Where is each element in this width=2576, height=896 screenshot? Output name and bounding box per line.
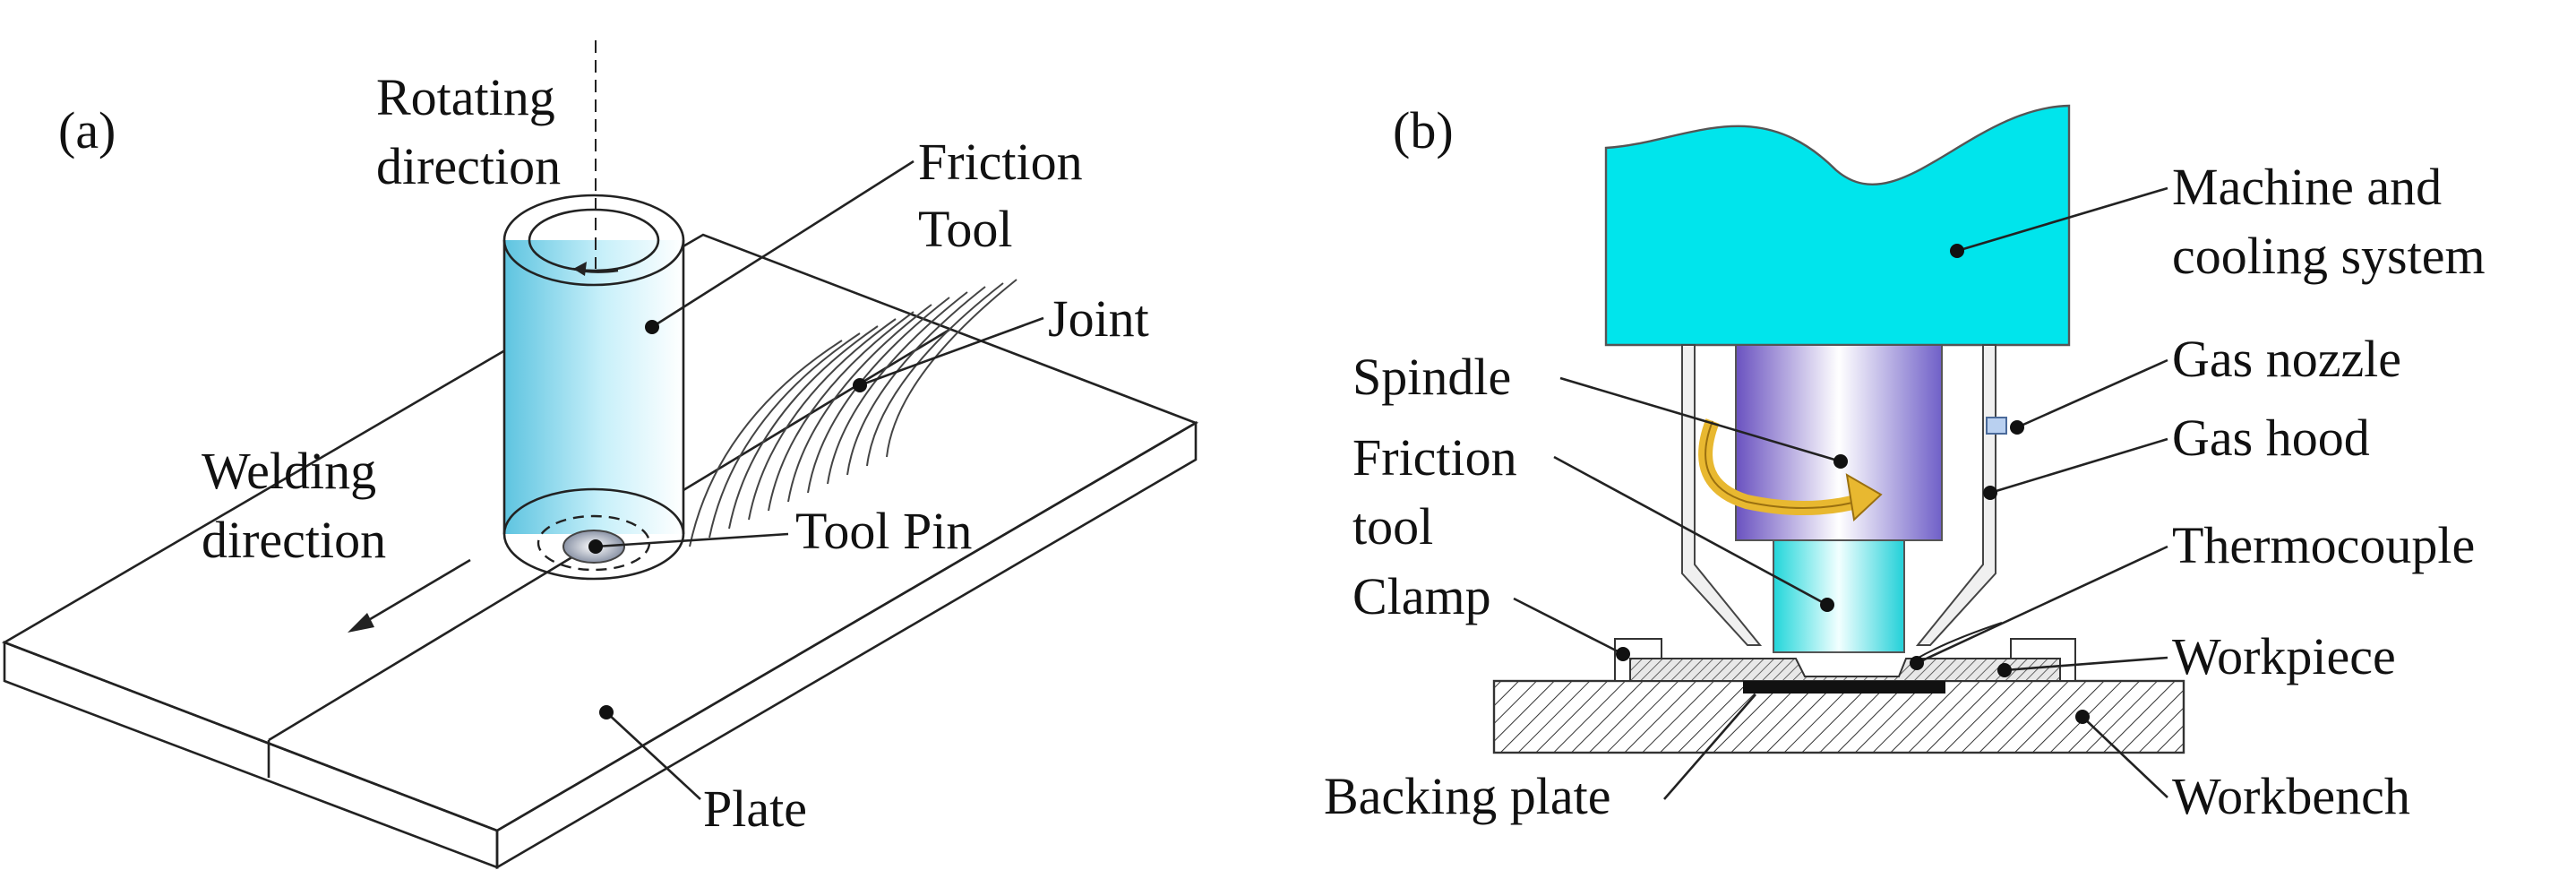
friction-tool-b-leader <box>1553 455 1828 607</box>
friction-tool-b-label-2: tool <box>1352 497 1433 556</box>
gas-nozzle-leader <box>2016 358 2168 429</box>
panel-a-label: (a) <box>58 101 116 159</box>
workbench-leader <box>2082 716 2168 798</box>
thermocouple-leader <box>1916 545 2168 665</box>
spindle-leader <box>1559 376 1842 463</box>
workpiece-dot <box>1997 663 2012 677</box>
gas-hood-leader <box>1989 437 2168 495</box>
tool-pin-dot <box>588 539 603 554</box>
joint-leader <box>859 316 1044 387</box>
thermocouple-label: Thermocouple <box>2172 516 2475 574</box>
welding-direction-label-1: Welding <box>202 442 376 500</box>
spindle-dot <box>1833 454 1848 469</box>
machine-label-1: Machine and <box>2172 158 2442 216</box>
thermocouple-wire <box>1916 622 2003 659</box>
backing-plate-leader <box>1663 694 1756 800</box>
rotating-direction-label-1: Rotating <box>376 68 555 126</box>
thermocouple-dot <box>1910 656 1924 670</box>
joint-dot <box>853 378 867 392</box>
friction-tool-leader <box>651 159 914 329</box>
backing-plate-label: Backing plate <box>1324 767 1611 825</box>
clamp-leader <box>1513 597 1624 656</box>
clamp-dot <box>1616 647 1630 661</box>
rotation-arrow <box>1698 418 1883 522</box>
spindle-label: Spindle <box>1352 348 1511 406</box>
gas-nozzle-dot <box>2010 420 2024 435</box>
friction-tool-b-label-1: Friction <box>1352 428 1517 487</box>
friction-tool-b-dot <box>1820 598 1834 612</box>
panel-b: (b) Machine and cooling system Gas nozzl… <box>1324 101 2486 825</box>
plate-leader <box>605 711 701 800</box>
workpiece-leader <box>2004 656 2168 672</box>
tool-pin-leader <box>595 532 789 548</box>
backing-plate-shape <box>1743 681 1945 694</box>
tool-pin-label: Tool Pin <box>795 502 972 560</box>
gas-hood-dot <box>1983 486 1997 500</box>
rotating-direction-label-2: direction <box>376 137 561 195</box>
friction-tool-shape <box>1773 539 1905 653</box>
clamp-label: Clamp <box>1352 567 1491 625</box>
gas-nozzle-label: Gas nozzle <box>2172 330 2401 388</box>
workbench-label: Workbench <box>2172 767 2410 825</box>
plate-label: Plate <box>703 780 807 838</box>
workbench-dot <box>2075 710 2090 724</box>
gas-nozzle-fitting <box>1986 417 2007 435</box>
workpiece-label: Workpiece <box>2172 627 2396 685</box>
panel-b-label: (b) <box>1393 101 1454 159</box>
friction-tool-cylinder <box>502 194 685 581</box>
workpiece-shape <box>1629 658 2061 682</box>
joint-label: Joint <box>1048 289 1149 348</box>
machine-leader <box>1956 186 2168 253</box>
machine-dot <box>1950 244 1964 258</box>
friction-tool-dot <box>645 320 659 334</box>
friction-tool-label-2: Tool <box>918 200 1013 258</box>
panel-a: (a) Rotating direction Friction Tool Joi… <box>1 40 1199 870</box>
welding-direction-label-2: direction <box>202 511 386 569</box>
machine-block <box>1604 104 2071 347</box>
weld-ripples <box>689 279 1018 547</box>
machine-label-2: cooling system <box>2172 227 2486 285</box>
plate-dot <box>599 705 614 719</box>
friction-tool-label-1: Friction <box>918 133 1083 191</box>
gas-hood-shape <box>1681 344 1996 646</box>
welding-direction-arrow <box>348 558 471 633</box>
gas-hood-label: Gas hood <box>2172 409 2370 467</box>
